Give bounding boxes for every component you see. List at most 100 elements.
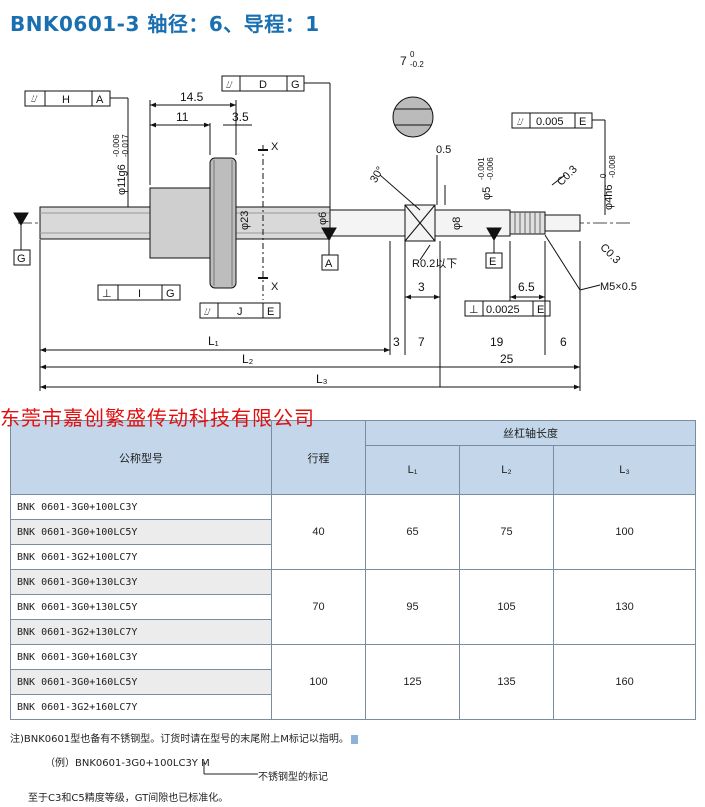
- dim-3b: 3: [393, 335, 400, 349]
- l2-cell: 135: [459, 644, 554, 720]
- dim-3a: 3: [418, 280, 425, 294]
- datum-e: E: [489, 256, 496, 268]
- stroke-cell: 40: [271, 494, 366, 570]
- x-mark-top: X: [271, 141, 279, 153]
- header-L1: L₁: [365, 445, 460, 495]
- tol-e-top-value: 0.005: [536, 116, 564, 128]
- tol-j-label: J: [237, 306, 243, 318]
- dim-11g6: φ11g6: [116, 164, 128, 195]
- table-row: BNK 0601-3G0+130LC3Y 70 95 105 130: [10, 569, 697, 645]
- l3-cell: 130: [552, 569, 697, 645]
- table-row: BNK 0601-3G0+160LC3Y 100 125 135 160: [10, 644, 697, 720]
- table-row: BNK 0601-3G0+100LC5Y: [10, 519, 696, 545]
- c-top: C0.3: [555, 163, 580, 188]
- tol-7-upper: 0: [410, 50, 415, 59]
- l3-cell: 100: [552, 494, 697, 570]
- header-length-group: 丝杠轴长度: [364, 420, 697, 446]
- tol-7-lower: -0.2: [410, 60, 424, 69]
- l3-cell: 160: [552, 644, 697, 720]
- note-stainless: 注)BNK0601型也备有不锈钢型。订货时请在型号的末尾附上M标记以指明。: [10, 730, 358, 745]
- l2-cell: 105: [459, 569, 554, 645]
- header-L3: L₃: [552, 445, 697, 495]
- dim-6-5: 6.5: [518, 280, 535, 294]
- spec-table: 公称型号 行程 丝杠轴长度 L₁ L₂ L₃ BNK 0601-3G0+100L…: [10, 420, 697, 720]
- company-name: 东莞市嘉创繁盛传动科技有限公司: [0, 406, 315, 430]
- model-cell: BNK 0601-3G2+100LC7Y: [10, 544, 272, 570]
- dim-6: φ6: [317, 212, 329, 225]
- dim-0-5: 0.5: [436, 144, 451, 156]
- tol-i-datum: G: [166, 288, 175, 300]
- svg-text:⊥: ⊥: [469, 304, 479, 316]
- tol-5-upper: -0.001: [477, 157, 486, 180]
- model-cell: BNK 0601-3G2+130LC7Y: [10, 619, 272, 645]
- tol-d-label: D: [259, 79, 267, 91]
- stroke-cell: 100: [271, 644, 366, 720]
- thread: M5×0.5: [600, 281, 637, 293]
- page-title: BNK0601-3 轴径：6、导程：1: [10, 12, 320, 36]
- dim-7b: 7: [418, 335, 425, 349]
- dim-3-5: 3.5: [232, 110, 249, 124]
- dim-6b: 6: [560, 335, 567, 349]
- l1-cell: 125: [365, 644, 460, 720]
- dim-11: 11: [176, 110, 189, 124]
- header-L2: L₂: [459, 445, 554, 495]
- dim-23: φ23: [239, 211, 251, 230]
- note-stainless-text: 注)BNK0601型也备有不锈钢型。订货时请在型号的末尾附上M标记以指明。: [10, 734, 349, 745]
- tol-h-label: H: [62, 94, 70, 106]
- svg-text:⌰: ⌰: [31, 94, 38, 105]
- dim-25: 25: [500, 352, 514, 366]
- dim-5: φ5: [481, 187, 493, 200]
- dim-4h6: φ4h6: [603, 185, 615, 211]
- l2-cell: 75: [459, 494, 554, 570]
- dim-L1: L₁: [208, 334, 219, 348]
- x-mark-bottom: X: [271, 281, 279, 293]
- svg-text:⌰: ⌰: [517, 117, 524, 128]
- selection-marker: [350, 734, 358, 744]
- tol-11g6-upper: -0.006: [112, 134, 121, 157]
- l1-cell: 95: [365, 569, 460, 645]
- svg-text:⌰: ⌰: [226, 80, 233, 91]
- tol-perp-datum: E: [537, 304, 544, 316]
- dim-8: φ8: [451, 217, 463, 230]
- table-row: BNK 0601-3G2+130LC7Y: [10, 619, 696, 645]
- table-row: BNK 0601-3G2+160LC7Y: [10, 694, 696, 720]
- datum-g: G: [17, 253, 26, 265]
- tol-5-lower: -0.006: [486, 157, 495, 180]
- model-cell: BNK 0601-3G0+130LC5Y: [10, 594, 272, 620]
- example-leader-line: [203, 762, 258, 775]
- header-stroke: 行程: [271, 420, 366, 495]
- header-model: 公称型号: [10, 420, 272, 495]
- tol-4h6-lower: -0.008: [608, 155, 617, 178]
- tol-i-label: I: [138, 288, 141, 300]
- technical-drawing: ⌰ H A ⌰ D G ⌰ 0.005 E ⊥ I G ⌰ J E ⊥ 0.00…: [13, 50, 637, 391]
- svg-text:⌰: ⌰: [204, 307, 211, 318]
- tol-11g6-lower: -0.017: [121, 134, 130, 157]
- dim-L2: L₂: [242, 352, 254, 366]
- c-bottom: C0.3: [598, 242, 623, 267]
- dim-19: 19: [490, 335, 504, 349]
- r-note: R0.2以下: [412, 258, 457, 270]
- tol-perp-value: 0.0025: [486, 304, 520, 316]
- note-stainless-mark: 不锈钢型的标记: [258, 772, 328, 783]
- stroke-cell: 70: [271, 569, 366, 645]
- dim-L3: L₃: [316, 372, 328, 386]
- model-cell: BNK 0601-3G2+160LC7Y: [10, 694, 272, 720]
- svg-text:⊥: ⊥: [102, 288, 112, 300]
- datum-a: A: [325, 258, 333, 270]
- table-row: BNK 0601-3G0+100LC3Y 40 65 75 100: [10, 494, 697, 570]
- model-cell: BNK 0601-3G0+160LC5Y: [10, 669, 272, 695]
- tol-j-datum: E: [267, 306, 274, 318]
- l1-cell: 65: [365, 494, 460, 570]
- dim-7: 7: [400, 54, 407, 68]
- table-row: BNK 0601-3G2+100LC7Y: [10, 544, 696, 570]
- model-cell: BNK 0601-3G0+100LC5Y: [10, 519, 272, 545]
- dim-30: 30°: [368, 165, 387, 185]
- model-cell: BNK 0601-3G0+100LC3Y: [10, 494, 272, 520]
- tol-4h6-upper: 0: [599, 173, 608, 178]
- model-cell: BNK 0601-3G0+160LC3Y: [10, 644, 272, 670]
- tol-d-datum: G: [291, 79, 300, 91]
- table-row: BNK 0601-3G0+130LC5Y: [10, 594, 696, 620]
- note-example: （例）BNK0601-3G0+100LC3Y M: [45, 758, 210, 769]
- tol-h-datum: A: [96, 94, 104, 106]
- dim-14-5: 14.5: [180, 90, 204, 104]
